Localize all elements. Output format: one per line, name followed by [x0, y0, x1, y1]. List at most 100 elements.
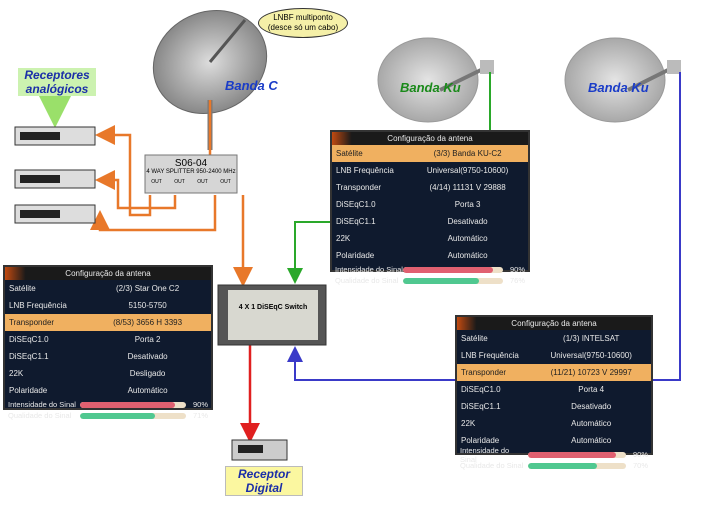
intensity-fill: [80, 401, 176, 408]
analog-label-line2: analógicos: [25, 82, 89, 96]
row-value: Automático: [447, 234, 488, 243]
row-value: Automático: [447, 251, 488, 260]
row-value: Porta 2: [134, 335, 161, 344]
panel-row[interactable]: Satélite (2/3) Star One C2: [5, 280, 211, 297]
panel-row[interactable]: 22K Automático: [457, 415, 651, 432]
quality-fill: [80, 412, 156, 419]
row-key: Polaridade: [461, 436, 500, 445]
row-value: 5150-5750: [128, 301, 167, 310]
row-value: Desativado: [447, 217, 488, 226]
panel-title: Configuração da antena: [457, 317, 651, 330]
row-value: (8/53) 3656 H 3393: [113, 318, 183, 327]
analog-receiver: [14, 126, 96, 146]
intensity-bar: Intensidade do Sinal 90%: [5, 399, 211, 410]
intensity-bar: Intensidade do Sinal 90%: [332, 264, 528, 275]
intensity-fill: [527, 451, 617, 458]
intensity-value: 90%: [632, 450, 648, 459]
intensity-label: Intensidade do Sinal: [335, 265, 403, 274]
splitter: S06-04 4 WAY SPLITTER 950-2400 MHz OUT OU…: [145, 158, 237, 185]
analog-label-line1: Receptores: [24, 68, 90, 82]
digital-label-line1: Receptor: [237, 467, 290, 481]
row-value: Universal(9750-10600): [426, 166, 509, 175]
row-key: Satélite: [336, 149, 363, 158]
panel-row[interactable]: Satélite(1/3) INTELSAT: [457, 330, 651, 347]
row-key: 22K: [336, 234, 351, 243]
panel-title: Configuração da antena: [332, 132, 528, 145]
label-banda-c: Banda C: [225, 78, 278, 93]
diseqc-switch: 4 X 1 DiSEqC Switch: [238, 304, 308, 311]
row-key: LNB Frequência: [9, 301, 67, 310]
splitter-out: OUT: [151, 179, 162, 185]
row-value: (11/21) 10723 V 29997: [550, 368, 632, 377]
quality-bar: Qualidade do Sinal 70%: [457, 460, 651, 471]
row-key: DiSEqC1.1: [336, 217, 376, 226]
panel-row[interactable]: Transponder(8/53) 3656 H 3393: [5, 314, 211, 331]
row-value: Automático: [571, 419, 612, 428]
lnbf-callout: LNBF multiponto (desce só um cabo): [258, 8, 348, 38]
row-key: Transponder: [461, 368, 507, 377]
cable-splitter-out2: [95, 170, 177, 210]
row-value: (2/3) Star One C2: [116, 284, 180, 293]
panel-row[interactable]: Transponder(4/14) 11131 V 29888: [332, 179, 528, 196]
intensity-value: 90%: [192, 400, 208, 409]
row-key: DiSEqC1.0: [336, 200, 376, 209]
row-value: (3/3) Banda KU-C2: [433, 149, 502, 158]
splitter-model: S06-04: [174, 158, 208, 169]
digital-receiver-label: Receptor Digital: [225, 466, 303, 496]
panel-row[interactable]: DiSEqC1.1 Desativado: [5, 348, 211, 365]
analog-receiver: [14, 204, 96, 224]
row-key: LNB Frequência: [461, 351, 519, 360]
panel-row[interactable]: DiSEqC1.1 Desativado: [332, 213, 528, 230]
cable-splitter-out1: [95, 125, 152, 217]
quality-label: Qualidade do Sinal: [335, 276, 399, 285]
splitter-out: OUT: [174, 179, 185, 185]
row-value: Desativado: [571, 402, 612, 411]
cable-splitter-out3: [90, 195, 217, 232]
row-key: Satélite: [461, 334, 488, 343]
quality-value: 76%: [509, 276, 525, 285]
row-value: Desativado: [127, 352, 168, 361]
panel-row[interactable]: Transponder (11/21) 10723 V 29997: [457, 364, 651, 381]
splitter-desc: 4 WAY SPLITTER 950-2400 MHz: [146, 169, 236, 175]
splitter-out: OUT: [220, 179, 231, 185]
panel-row[interactable]: 22K Automático: [332, 230, 528, 247]
intensity-value: 90%: [509, 265, 525, 274]
label-banda-ku-1: Banda Ku: [400, 80, 461, 95]
intensity-label: Intensidade do Sinal: [460, 445, 510, 464]
callout-line2: (desce só um cabo): [267, 23, 339, 32]
row-key: Polaridade: [9, 386, 48, 395]
panel-row[interactable]: DiSEqC1.0 Porta 2: [5, 331, 211, 348]
row-key: 22K: [461, 419, 476, 428]
intensity-bar: Intensidade do Sinal 90%: [457, 446, 651, 464]
panel-row[interactable]: LNB Frequência 5150-5750: [5, 297, 211, 314]
row-value: Universal(9750-10600): [550, 351, 632, 360]
intensity-label: Intensidade do Sinal: [8, 400, 76, 409]
panel-row[interactable]: DiSEqC1.1 Desativado: [457, 398, 651, 415]
panel-title: Configuração da antena: [5, 267, 211, 280]
digital-receiver: [231, 439, 288, 461]
row-key: Satélite: [9, 284, 36, 293]
row-key: Transponder: [336, 183, 382, 192]
row-value: Porta 4: [578, 385, 605, 394]
panel-row[interactable]: LNB Frequência Universal(9750-10600): [457, 347, 651, 364]
row-key: DiSEqC1.0: [9, 335, 49, 344]
row-key: DiSEqC1.1: [461, 402, 501, 411]
quality-bar: Qualidade do Sinal 76%: [332, 275, 528, 286]
panel-row[interactable]: Satélite (3/3) Banda KU-C2: [332, 145, 528, 162]
callout-line1: LNBF multiponto: [273, 13, 333, 22]
splitter-out: OUT: [197, 179, 208, 185]
row-key: DiSEqC1.1: [9, 352, 49, 361]
quality-label: Qualidade do Sinal: [460, 461, 524, 470]
quality-value: 70%: [632, 461, 648, 470]
dish-banda-ku-2: [564, 37, 681, 123]
